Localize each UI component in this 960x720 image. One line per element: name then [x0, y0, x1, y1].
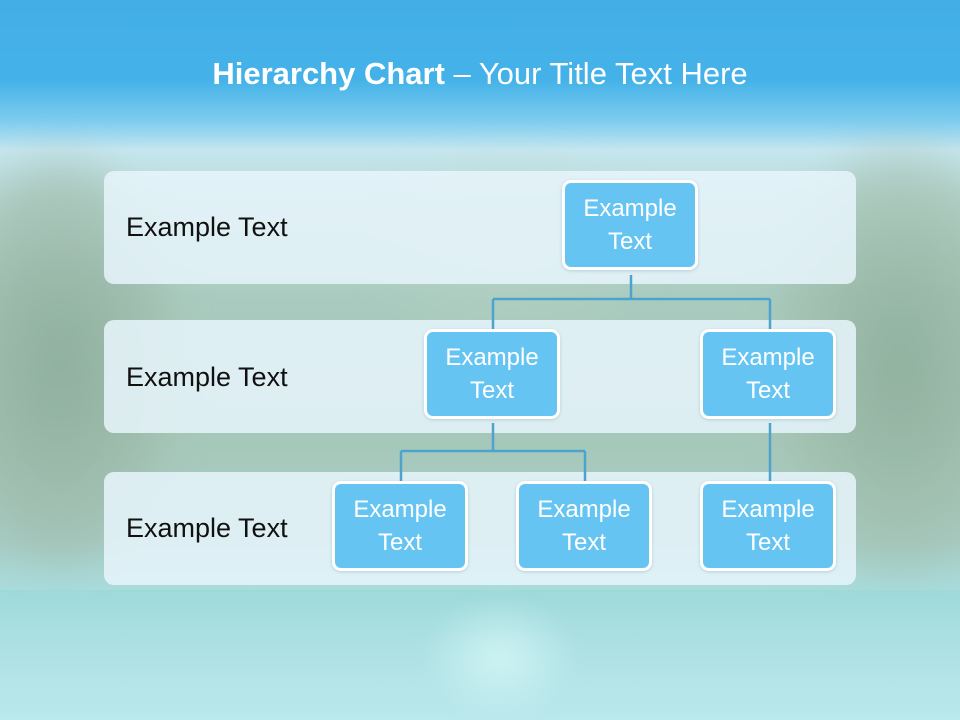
node-level3-b-text: Example Text	[537, 496, 631, 556]
node-root[interactable]: Example Text	[562, 180, 698, 270]
node-level2-right-text: Example Text	[721, 344, 815, 404]
level-band-1	[104, 171, 856, 284]
node-level3-c[interactable]: Example Text	[700, 481, 836, 571]
level-label-2: Example Text	[126, 362, 288, 392]
node-level3-c-text: Example Text	[721, 496, 815, 556]
node-root-text: Example Text	[583, 195, 677, 255]
background-water-glint	[420, 595, 580, 720]
node-level2-left[interactable]: Example Text	[424, 329, 560, 419]
slide-title: Hierarchy Chart – Your Title Text Here	[0, 54, 960, 94]
node-level3-a-text: Example Text	[353, 496, 447, 556]
title-bold: Hierarchy Chart	[212, 56, 445, 91]
node-level3-b[interactable]: Example Text	[516, 481, 652, 571]
node-level2-left-text: Example Text	[445, 344, 539, 404]
level-label-3: Example Text	[126, 513, 288, 543]
title-rest: – Your Title Text Here	[444, 56, 748, 91]
node-level2-right[interactable]: Example Text	[700, 329, 836, 419]
level-label-1: Example Text	[126, 212, 288, 242]
node-level3-a[interactable]: Example Text	[332, 481, 468, 571]
